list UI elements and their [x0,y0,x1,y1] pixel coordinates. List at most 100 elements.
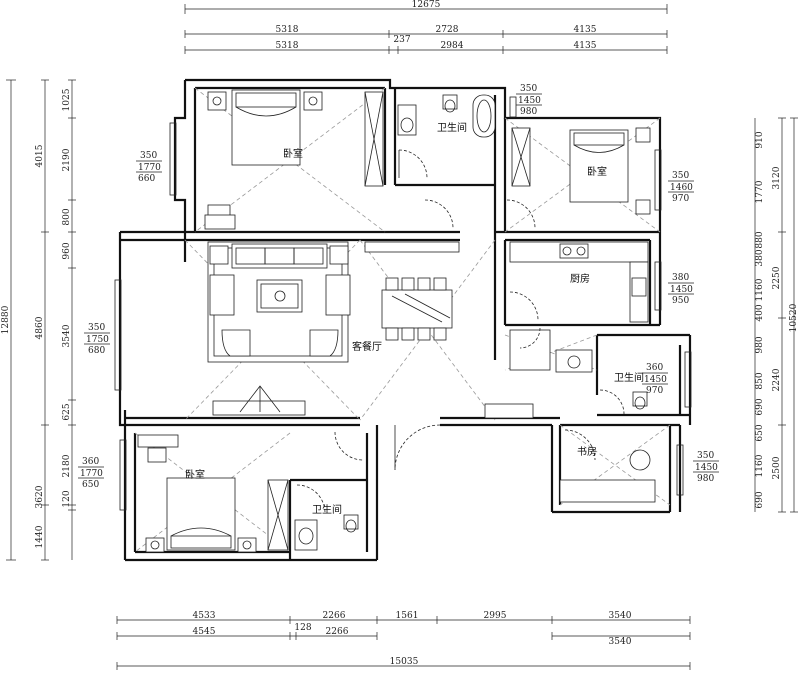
dim-bottom-r2-4: 3540 [609,637,632,647]
dim-top-overall: 12675 [412,0,441,10]
vanity [294,519,318,551]
svg-text:1750: 1750 [86,335,109,345]
window-label-6: 360 1450 970 [642,363,668,396]
living-room-furniture [207,241,351,416]
room-label-bathroom-east: 卫生间 [614,371,644,384]
svg-text:350: 350 [520,84,537,94]
dim-right-overall: 10520 [789,303,799,332]
dim-right-c2-11: 1160 [755,454,765,477]
svg-text:1770: 1770 [80,469,103,479]
toilet-icon [632,391,648,407]
svg-text:650: 650 [82,480,99,490]
dim-right-c1-2: 2250 [772,266,782,289]
svg-text:1450: 1450 [518,96,541,106]
dim-right-c2-1: 910 [755,131,765,148]
sideboard [364,241,460,253]
window-label-5: 350 1750 680 [84,323,110,356]
kitchen-furniture [509,241,649,323]
svg-text:1450: 1450 [695,463,718,473]
window-label-1: 350 1770 660 [136,151,162,184]
top-dimensions: 12675 5318 2728 4135 5318 237 2984 4135 [184,0,668,54]
sw-bedroom-furniture [137,434,289,553]
dim-top-r2-1: 5318 [276,41,299,51]
nightstand [303,91,323,111]
dim-right-c1-4: 2500 [772,456,782,479]
dim-left-c2-4: 960 [62,242,72,259]
dim-left-c2-5: 3540 [62,324,72,347]
bottom-dimensions: 4533 2266 1561 2995 3540 4545 128 2266 3… [116,611,691,670]
toilet-icon [343,514,359,530]
dim-top-r2-2: 237 [393,35,410,45]
svg-text:360: 360 [646,363,663,373]
sink-counter [397,104,417,136]
dim-bottom-overall: 15035 [390,657,419,667]
dim-left-c1-3: 3620 [35,485,45,508]
vanity [555,349,593,373]
stove-icon [559,243,589,259]
bathtub [472,94,496,138]
dim-bottom-r1-1: 4533 [193,611,216,621]
sw-bathroom-furniture [294,484,359,551]
dim-left-c2-1: 1025 [62,88,72,111]
dim-top-r1-3: 4135 [574,25,597,35]
window-label-3: 350 1460 970 [668,171,694,204]
window-label-7: 360 1770 650 [78,457,104,490]
dim-left-c2-6: 625 [62,403,72,420]
room-labels: 卧室 卫生间 卧室 厨房 客餐厅 卫生间 书房 卧室 卫生间 [185,121,644,516]
room-label-bathroom-sw: 卫生间 [312,503,342,516]
room-label-master-bedroom: 卧室 [283,147,303,160]
desk [137,434,179,448]
dim-right-c2-2: 1770 [755,180,765,203]
window-label-2: 350 1450 980 [516,84,542,117]
dim-right-c2-7: 980 [755,336,765,353]
ne-bedroom-furniture [424,127,651,229]
shoe-cabinet [484,403,534,419]
dim-top-r1-2: 2728 [436,25,459,35]
east-bathroom-furniture [599,389,648,415]
sink-icon [631,277,647,297]
nightstand [207,91,227,111]
dim-left-overall: 12880 [1,305,11,334]
dim-right-c1-1: 3120 [772,166,782,189]
dim-bottom-r2-3: 2266 [326,627,349,637]
master-bedroom-furniture [204,89,384,230]
svg-text:680: 680 [88,346,105,356]
svg-text:980: 980 [520,107,537,117]
dim-right-c2-4: 380 [755,249,765,266]
svg-text:1450: 1450 [644,375,667,385]
svg-text:380: 380 [672,273,689,283]
dining-furniture [334,241,534,471]
dim-bottom-r1-2: 2266 [323,611,346,621]
dim-right-c2-12: 690 [755,491,765,508]
dim-left-c1-2: 4860 [35,316,45,339]
dim-bottom-r2-1: 4545 [193,627,216,637]
svg-text:1460: 1460 [670,183,693,193]
dim-bottom-r1-4: 2995 [484,611,507,621]
room-label-bathroom-top: 卫生间 [437,121,467,134]
svg-text:350: 350 [697,451,714,461]
svg-text:970: 970 [672,194,689,204]
study-furniture [559,429,656,503]
tv-cabinet [212,400,306,416]
dim-right-c2-5: 1160 [755,278,765,301]
window-openings [114,96,692,511]
dim-top-r1-1: 5318 [276,25,299,35]
dim-left-c1-4: 1440 [35,525,45,548]
dim-bottom-r2-2: 128 [294,623,311,633]
room-label-study: 书房 [577,445,597,458]
armchair [325,274,351,316]
window-label-4: 380 1450 950 [668,273,694,306]
dim-bottom-r1-5: 3540 [609,611,632,621]
dim-right-c2-10: 650 [755,424,765,441]
svg-text:1770: 1770 [138,163,161,173]
dim-top-r2-4: 4135 [574,41,597,51]
dim-top-r2-3: 2984 [441,41,464,51]
svg-text:350: 350 [672,171,689,181]
dim-left-c2-2: 2190 [62,148,72,171]
armchair [209,274,235,316]
svg-text:360: 360 [82,457,99,467]
dim-left-c2-7: 2180 [62,454,72,477]
top-bathroom-furniture [397,94,496,179]
room-label-living-dining: 客餐厅 [352,340,382,353]
